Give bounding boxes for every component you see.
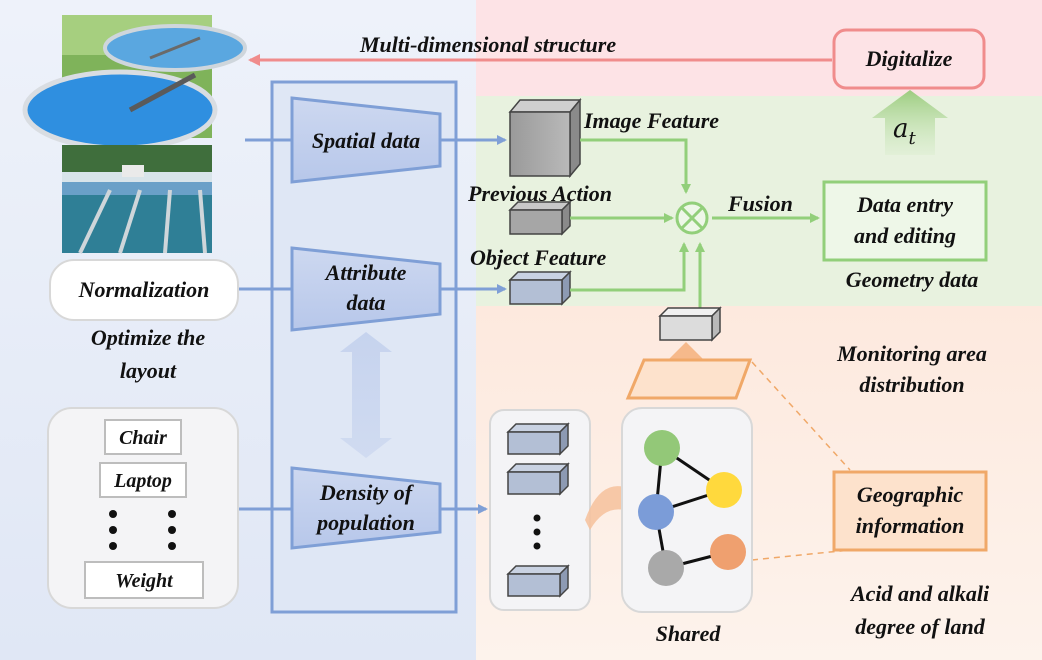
normalization-box (49, 259, 239, 321)
orange-up-arrow (668, 342, 704, 360)
acid-label-line1: Acid and alkali (849, 581, 990, 606)
monitoring-label-line2: distribution (859, 372, 964, 397)
digitalize-box (832, 28, 986, 90)
image-to-fusion-line (580, 138, 691, 194)
dashed-connector-top (751, 361, 851, 471)
graph-node-gray (648, 550, 684, 586)
geographic-info-box (832, 470, 988, 552)
geometry-data-label: Geometry data (846, 267, 979, 292)
list-item-chair-box (104, 419, 182, 455)
normalization-label: Normalization (78, 277, 210, 302)
spatial-data-label: Spatial data (312, 128, 420, 153)
list-item-weight-box (84, 561, 204, 599)
graph-node-orange (710, 534, 746, 570)
digitalize-label: Digitalize (865, 46, 953, 71)
list-item-laptop: Laptop (113, 470, 172, 492)
previous-action-cube (508, 200, 572, 236)
stack-cube-2 (506, 462, 570, 496)
attribute-data-trapezoid: Attribute data (290, 246, 442, 332)
fusion-label: Fusion (727, 191, 793, 216)
data-entry-box (822, 180, 988, 262)
object-feature-cube (508, 270, 572, 306)
list-item-chair: Chair (119, 427, 167, 449)
density-trapezoid: Density of population (290, 466, 442, 550)
object-to-fusion-line (570, 242, 689, 292)
monitoring-label-line1: Monitoring area (836, 341, 987, 366)
list-item-weight: Weight (115, 570, 174, 592)
vertical-double-arrow (340, 332, 392, 458)
shared-feature-cube (658, 306, 722, 342)
stack-ellipsis (533, 514, 541, 550)
stack-cube-3 (506, 564, 570, 598)
graph-node-green (644, 430, 680, 466)
geographic-label-line2: information (856, 513, 965, 538)
treatment-plant-photo-bottom (62, 145, 212, 254)
object-list-panel (47, 407, 239, 609)
action-symbol: at (893, 114, 917, 149)
list-ellipsis (109, 510, 176, 550)
optimize-label-line2: layout (120, 358, 177, 383)
spatial-data-trapezoid: Spatial data (290, 96, 442, 184)
graph-node-blue (638, 494, 674, 530)
density-label-line1: Density of (319, 480, 415, 505)
action-up-arrow (872, 90, 948, 155)
treatment-plant-photo-top (22, 15, 247, 151)
image-feature-cube (508, 97, 582, 179)
object-feature-label: Object Feature (470, 245, 606, 270)
acid-label-line2: degree of land (855, 614, 986, 639)
data-entry-label-line1: Data entry (856, 192, 953, 217)
density-label-line2: population (315, 510, 415, 535)
optimize-label-line1: Optimize the (91, 325, 206, 350)
stack-cube-1 (506, 422, 570, 456)
orange-trapezoid (625, 358, 753, 400)
shared-label: Shared (656, 621, 722, 646)
data-entry-label-line2: and editing (854, 223, 956, 248)
graph-node-yellow (706, 472, 742, 508)
previous-action-label: Previous Action (467, 181, 612, 206)
dashed-connector-bottom (751, 549, 851, 561)
geographic-label-line1: Geographic (857, 482, 964, 507)
image-feature-label: Image Feature (583, 108, 719, 133)
fusion-operator-icon (675, 201, 709, 235)
attribute-data-label-line1: Attribute (324, 260, 407, 285)
multi-dimensional-label: Multi-dimensional structure (359, 32, 616, 57)
list-item-laptop-box (99, 462, 187, 498)
attribute-data-label-line2: data (346, 290, 385, 315)
